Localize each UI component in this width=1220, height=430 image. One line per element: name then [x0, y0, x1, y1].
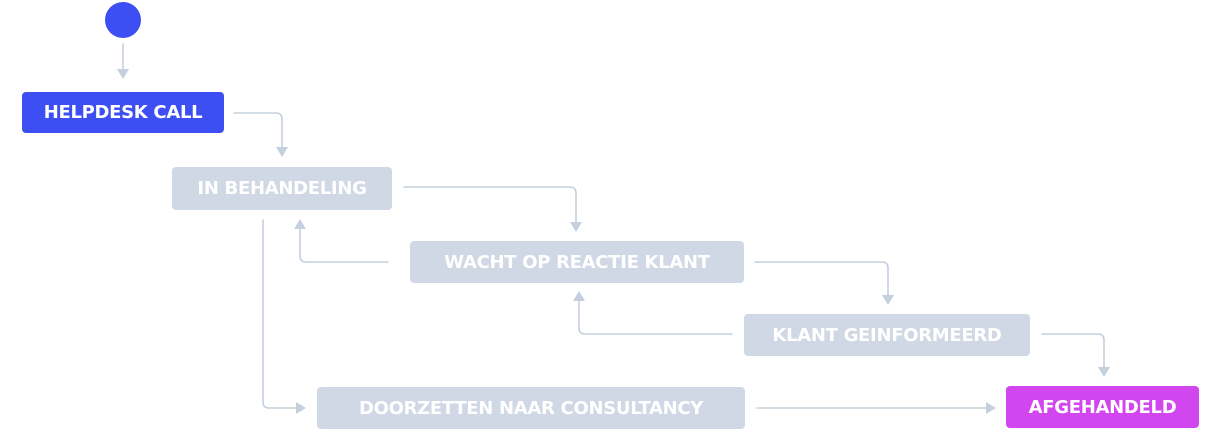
- state-label: WACHT OP REACTIE KLANT: [444, 251, 710, 273]
- state-label: IN BEHANDELING: [197, 178, 367, 199]
- state-doorzetten-naar-consultancy[interactable]: DOORZETTEN NAAR CONSULTANCY: [317, 387, 745, 429]
- state-label: KLANT GEINFORMEERD: [772, 324, 1002, 346]
- start-node: [105, 2, 141, 38]
- arrowhead-up: [294, 219, 306, 229]
- state-helpdesk-call[interactable]: HELPDESK CALL: [22, 92, 224, 133]
- arrowhead-right: [296, 402, 306, 414]
- arrowhead-right: [986, 402, 996, 414]
- state-label: HELPDESK CALL: [43, 102, 203, 123]
- connector-wacht-to-klant: [754, 261, 889, 299]
- connector-klant-to-afgehandeld: [1041, 333, 1105, 371]
- state-label: DOORZETTEN NAAR CONSULTANCY: [358, 397, 704, 419]
- arrowhead-down: [570, 222, 582, 232]
- state-label: AFGEHANDELD: [1028, 396, 1177, 418]
- state-klant-geinformeerd[interactable]: KLANT GEINFORMEERD: [744, 314, 1030, 356]
- state-wacht-op-reactie-klant[interactable]: WACHT OP REACTIE KLANT: [410, 241, 744, 283]
- arrowhead-down: [882, 295, 894, 305]
- arrowhead-down: [117, 69, 129, 79]
- connector-inbehandeling-to-wacht: [403, 186, 577, 226]
- connector-helpdesk-to-inbehandeling: [233, 112, 283, 151]
- arrowhead-up: [573, 291, 585, 301]
- arrowhead-down: [276, 147, 288, 157]
- connector-klant-to-wacht: [578, 297, 733, 335]
- arrowhead-down: [1098, 367, 1110, 377]
- state-in-behandeling[interactable]: IN BEHANDELING: [172, 167, 392, 210]
- state-afgehandeld[interactable]: AFGEHANDELD: [1006, 386, 1199, 428]
- connector-wacht-to-inbehandeling: [299, 225, 389, 263]
- connector-inbehandeling-to-doorzetten: [262, 219, 299, 409]
